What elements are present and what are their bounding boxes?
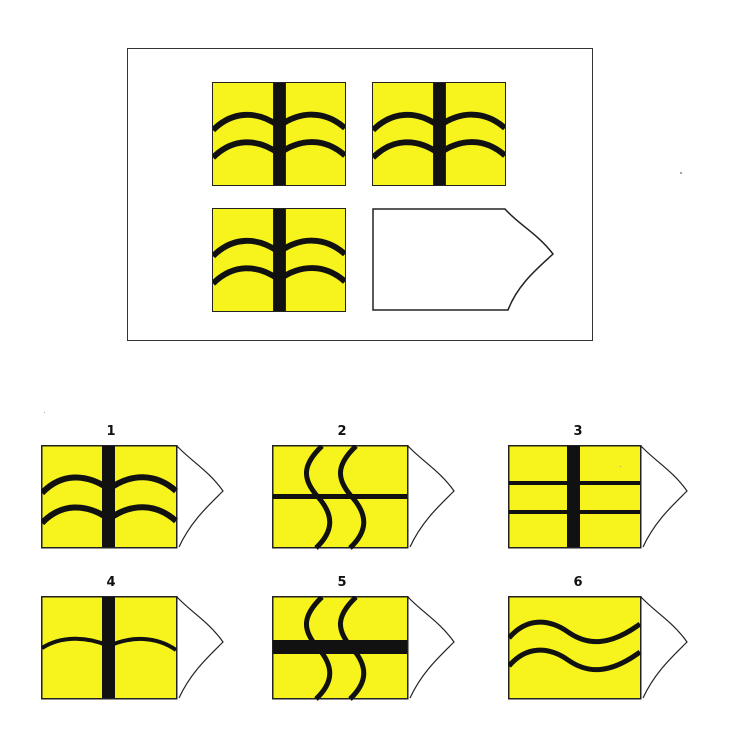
missing-piece-slot [372, 208, 554, 312]
option-figure[interactable] [41, 445, 226, 550]
puzzle-tile-bottom-left [212, 208, 346, 312]
option-figure[interactable] [508, 445, 693, 550]
option-1[interactable]: 1 [41, 425, 226, 553]
option-figure[interactable] [508, 596, 693, 701]
option-6[interactable]: 6 [508, 576, 693, 704]
puzzle-tile-top-right [372, 82, 506, 186]
branch-wave-pattern [213, 209, 345, 311]
option-number: 4 [106, 575, 116, 590]
branch-wave-pattern [213, 83, 345, 185]
two-waves-option-icon [508, 596, 688, 700]
option-number: 3 [573, 424, 583, 439]
option-3[interactable]: 3 [508, 425, 693, 553]
straight-lines-option-icon [508, 445, 688, 549]
single-wave-option-icon [41, 596, 224, 700]
scan-speck [44, 412, 45, 413]
option-number: 6 [573, 575, 583, 590]
scan-speck [680, 172, 682, 174]
option-figure[interactable] [272, 445, 457, 550]
option-5[interactable]: 5 [272, 576, 457, 704]
horizontal-bar-vertical-waves-option-icon [272, 596, 455, 701]
branch-wave-pattern [373, 83, 505, 185]
option-number: 2 [337, 424, 347, 439]
option-number: 1 [106, 424, 116, 439]
missing-piece-outline [372, 208, 554, 311]
option-number: 5 [337, 575, 347, 590]
scan-speck [620, 466, 621, 467]
puzzle-tile-top-left [212, 82, 346, 186]
option-figure[interactable] [272, 596, 457, 701]
option-2[interactable]: 2 [272, 425, 457, 553]
horizontal-line-vertical-waves-option-icon [272, 445, 455, 550]
option-figure[interactable] [41, 596, 226, 701]
option-4[interactable]: 4 [41, 576, 226, 704]
branch-wave-option-icon [41, 445, 224, 549]
